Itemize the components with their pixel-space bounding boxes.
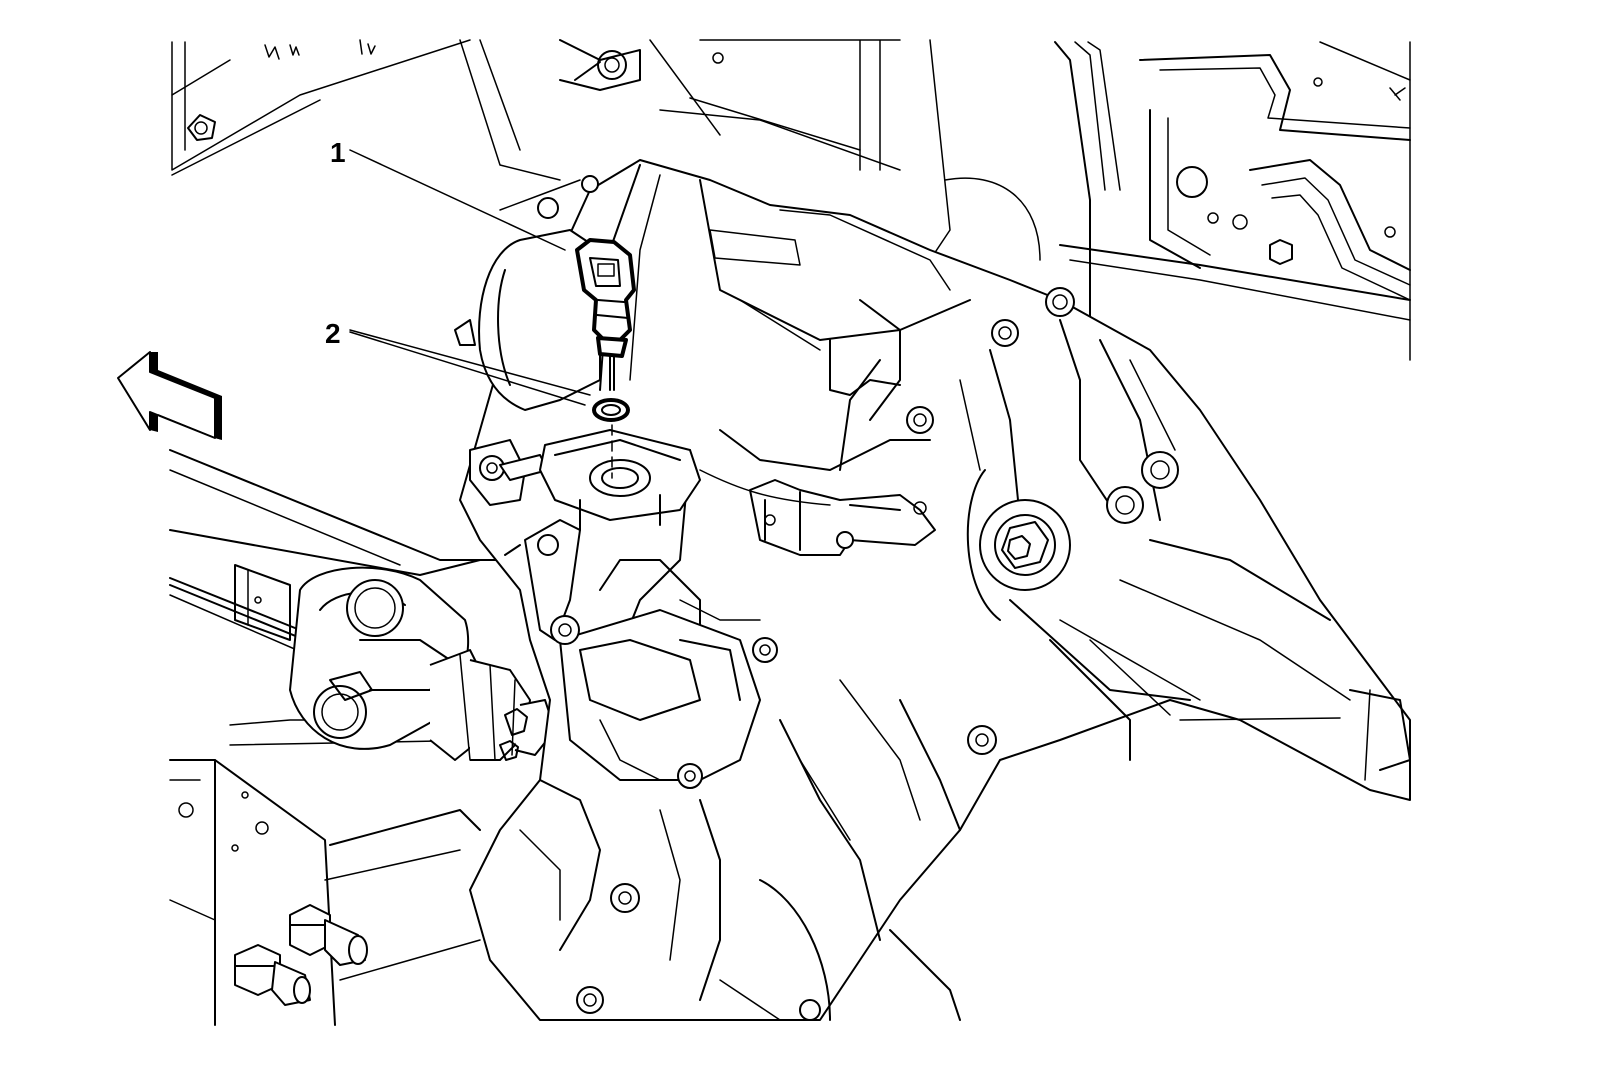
transfer-case-housing [454,159,1411,1021]
callout-2-label: 2 [325,318,341,349]
callout-leaders [349,149,591,406]
bolt-lower [234,944,311,1006]
mounting-bolts [234,904,368,1006]
sensor [575,238,636,391]
vehicle-frame-background [169,39,1411,1026]
bolt-upper [289,904,368,966]
front-arrow-left-icon [117,351,222,440]
seal [592,398,630,422]
callout-1-label: 1 [330,137,346,168]
front-driveshaft [169,529,556,761]
